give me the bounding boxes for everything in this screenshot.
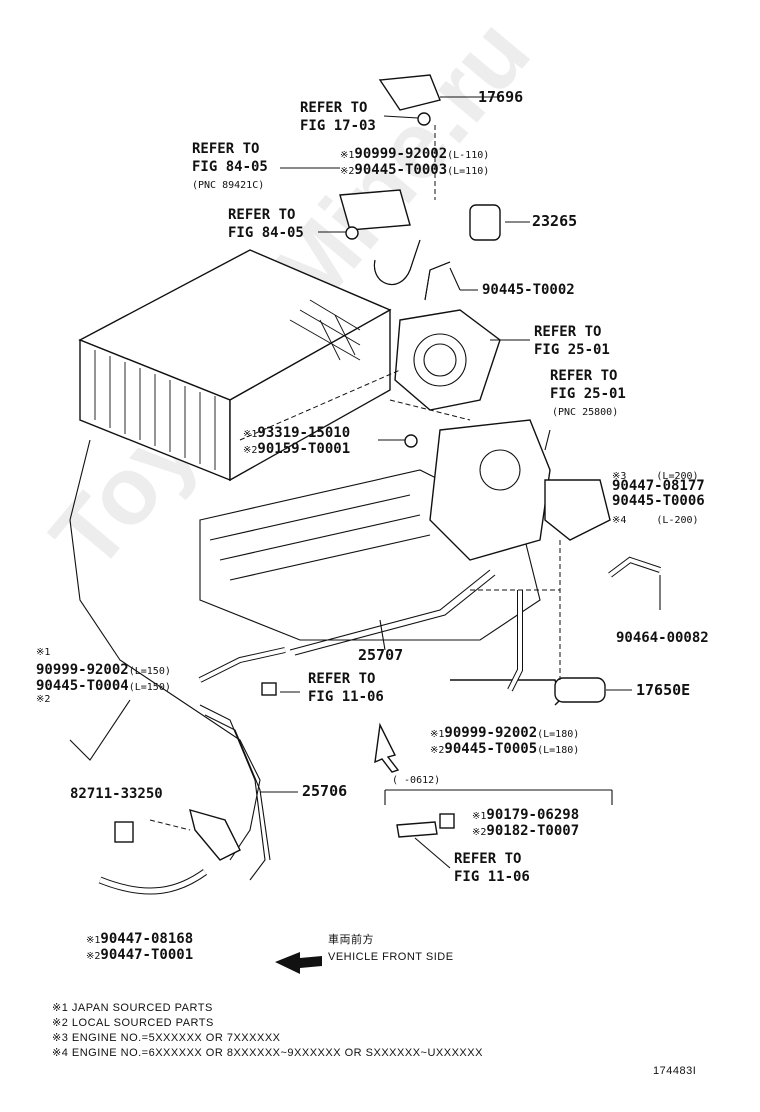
right-hose-line1: ※3(L=200) — [612, 471, 699, 482]
ref-fig-84-05-a-line2: FIG 84-05 — [192, 159, 268, 175]
label-25707: 25707 — [358, 646, 404, 664]
right-hose-pn-1: 90447-08177 — [612, 478, 705, 494]
vsv-drawing — [339, 74, 606, 706]
ref-fig-11-06-b-line2: FIG 11-06 — [454, 869, 530, 885]
hoses-drawing — [98, 239, 661, 895]
note-4: ※4 ENGINE NO.=6XXXXXX OR 8XXXXXX~9XXXXXX… — [52, 1047, 483, 1059]
ref-fig-25-01-b-line2: FIG 25-01 — [550, 386, 626, 402]
stud-line1: ※190179-06298 — [472, 807, 580, 823]
label-90464-00082: 90464-00082 — [616, 630, 709, 646]
pnc-89421c: (PNC 89421C) — [192, 180, 265, 191]
radiator-drawing — [78, 249, 392, 482]
front-label-jp: 車両前方 — [328, 934, 374, 946]
right-hose-line4: ※4(L-200) — [612, 515, 699, 526]
left-hose-line1: 90999-92002(L=150) — [36, 662, 171, 678]
clip-hose-line1: ※190447-08168 — [86, 931, 194, 947]
label-25706: 25706 — [302, 782, 348, 800]
bolts-drawing — [261, 112, 455, 838]
left-hose-line2: 90445-T0004(L=150) — [36, 678, 171, 694]
range-label: ( -0612) — [392, 775, 441, 786]
ref-fig-11-06-a-line1: REFER TO — [308, 671, 376, 687]
note-2: ※2 LOCAL SOURCED PARTS — [52, 1017, 214, 1029]
gasket-line2: ※290159-T0001 — [243, 441, 351, 457]
ref-fig-25-01-a-line1: REFER TO — [534, 324, 602, 340]
note-3: ※3 ENGINE NO.=5XXXXXX OR 7XXXXXX — [52, 1032, 281, 1044]
label-82711-33250: 82711-33250 — [70, 786, 163, 802]
ref-fig-17-03-line1: REFER TO — [300, 100, 368, 116]
label-23265: 23265 — [532, 212, 578, 230]
right-hose-pn-2: 90445-T0006 — [612, 493, 705, 509]
bottom-hose-line2: ※290445-T0005(L=180) — [430, 741, 580, 757]
intake-drawing — [394, 309, 611, 561]
label-90445-t0002: 90445-T0002 — [482, 282, 575, 298]
stud-line2: ※290182-T0007 — [472, 823, 580, 839]
hose-top-line1: ※190999-92002(L-110) — [340, 146, 490, 162]
ref-fig-84-05-b-line2: FIG 84-05 — [228, 225, 304, 241]
pipes-drawing — [114, 569, 496, 881]
ref-fig-11-06-b-line1: REFER TO — [454, 851, 522, 867]
ref-fig-84-05-b-line1: REFER TO — [228, 207, 296, 223]
front-label-en: VEHICLE FRONT SIDE — [328, 951, 454, 963]
left-hose-mark2: ※2 — [36, 694, 51, 705]
ref-fig-25-01-b-line1: REFER TO — [550, 368, 618, 384]
label-17650e: 17650E — [636, 681, 691, 699]
note-1: ※1 JAPAN SOURCED PARTS — [52, 1002, 213, 1014]
ref-fig-84-05-a-line1: REFER TO — [192, 141, 260, 157]
ref-fig-17-03-line2: FIG 17-03 — [300, 118, 376, 134]
front-arrow-icon — [275, 952, 322, 974]
drawing-number: 174483I — [653, 1065, 697, 1077]
pnc-25800: (PNC 25800) — [552, 407, 619, 418]
label-17696: 17696 — [478, 88, 524, 106]
bottom-hose-line1: ※190999-92002(L=180) — [430, 725, 580, 741]
arrows-drawing — [275, 722, 400, 974]
gasket-line1: ※193319-15010 — [243, 425, 351, 441]
ref-fig-25-01-a-line2: FIG 25-01 — [534, 342, 610, 358]
dashed-lines — [149, 125, 561, 831]
ref-fig-11-06-a-line2: FIG 11-06 — [308, 689, 384, 705]
left-hose-mark1: ※1 — [36, 647, 51, 658]
hose-top-line2: ※290445-T0003(L=110) — [340, 162, 490, 178]
clip-hose-line2: ※290447-T0001 — [86, 947, 194, 963]
leader-lines — [260, 96, 661, 869]
